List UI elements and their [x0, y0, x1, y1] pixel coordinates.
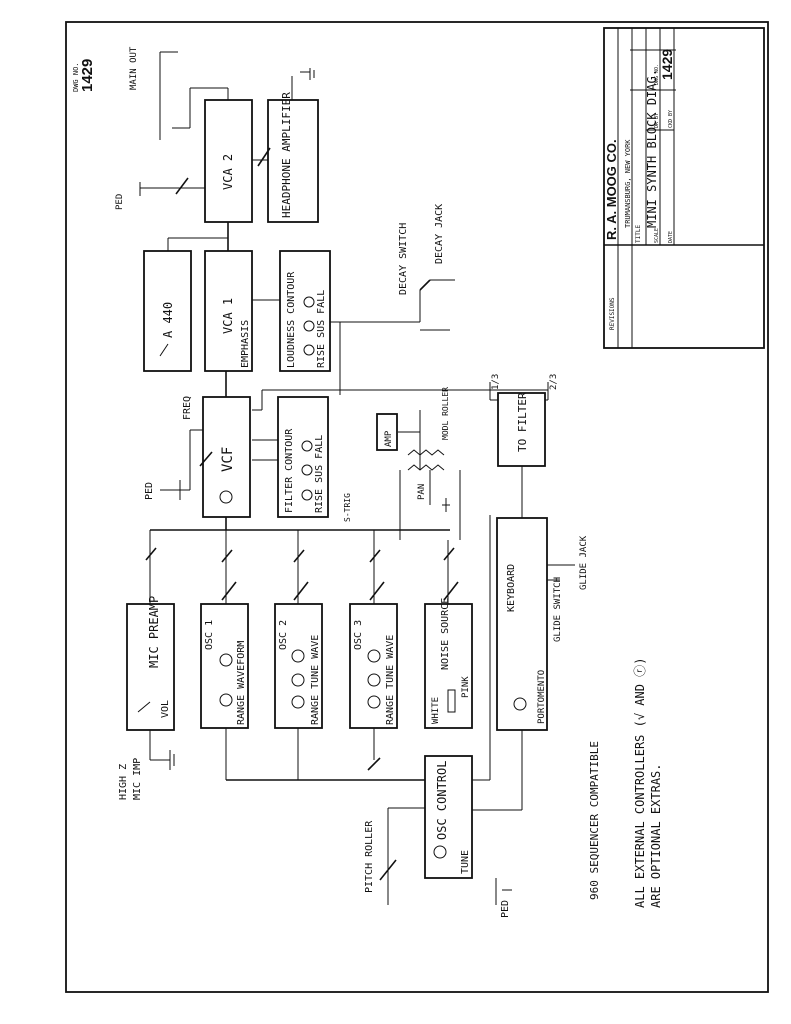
label-decay-jack: DECAY JACK	[434, 204, 445, 264]
osc-control-tune: TUNE	[460, 850, 471, 874]
scale-label: SCALE	[654, 228, 660, 243]
label-high-z: HIGH Z	[118, 764, 129, 800]
loudness-contour-block: LOUDNESS CONTOUR RISE SUS FALL	[279, 250, 331, 372]
label-freq: FREQ	[182, 396, 193, 420]
filter-contour-title: FILTER CONTOUR	[284, 428, 295, 513]
drawing-title: MINI SYNTH BLOCK DIAG.	[645, 69, 659, 228]
osc3-controls: RANGE TUNE WAVE	[385, 635, 396, 725]
dwg-no-label: DWG NO.	[654, 64, 660, 85]
vcf-title: VCF	[220, 447, 236, 472]
osc-control-title: OSC CONTROL	[435, 761, 449, 840]
osc2-block: OSC 2 RANGE TUNE WAVE	[274, 603, 323, 729]
label-decay-switch: DECAY SWITCH	[398, 223, 409, 295]
mic-preamp-vol: VOL	[160, 700, 171, 718]
noise-white: WHITE	[431, 697, 441, 724]
label-main-out: MAIN OUT	[129, 46, 139, 90]
to-filter-title: TO FILTER	[516, 392, 529, 452]
corner-dwg-label: DWG NO.	[72, 62, 80, 92]
dr-by-label: DR BY	[654, 113, 660, 128]
label-pan: PAN	[417, 484, 427, 500]
keyboard-title: KEYBOARD	[506, 564, 517, 612]
loudness-contour-controls: RISE SUS FALL	[316, 290, 327, 368]
label-sequencer: 960 SEQUENCER COMPATIBLE	[588, 741, 601, 900]
vcf-block: VCF	[202, 396, 251, 518]
label-ped-vcf: PED	[144, 482, 155, 500]
keyboard-block: KEYBOARD PORTOMENTO	[496, 517, 548, 731]
a440-block: A 440	[143, 250, 192, 372]
title-label: TITLE	[635, 225, 642, 243]
title-block: R. A. MOOG CO. TRUMANSBURG, NEW YORK TIT…	[603, 27, 765, 349]
label-ped-bottom: PED	[500, 900, 511, 918]
company-city: TRUMANSBURG, NEW YORK	[624, 139, 632, 228]
mic-preamp-title: MIC PREAMP	[147, 596, 161, 668]
note-line-2: ARE OPTIONAL EXTRAS.	[649, 764, 663, 909]
vca1-emphasis: EMPHASIS	[240, 320, 251, 368]
headphone-amp-block: HEADPHONE AMPLIFIER	[267, 92, 319, 223]
filter-contour-block: FILTER CONTOUR RISE SUS FALL	[277, 396, 329, 518]
osc1-block: OSC 1 RANGE WAVEFORM	[200, 603, 249, 729]
label-fraction-1: 1/3	[491, 374, 501, 390]
noise-pink: PINK	[461, 676, 471, 698]
label-fraction-2: 2/3	[549, 374, 559, 390]
osc1-controls: RANGE WAVEFORM	[236, 641, 247, 725]
label-ped-vca: PED	[115, 194, 125, 210]
label-pitch-roller: PITCH ROLLER	[364, 820, 375, 893]
noise-title: NOISE SOURCE	[440, 598, 451, 670]
osc2-controls: RANGE TUNE WAVE	[310, 635, 321, 725]
amp-block: AMP	[376, 413, 398, 451]
label-mic-imp: MIC IMP	[132, 758, 143, 800]
vca2-block: VCA 2	[204, 99, 253, 223]
vca1-block: VCA 1 EMPHASIS	[204, 250, 253, 372]
osc3-title: OSC 3	[353, 620, 364, 650]
vca1-title: VCA 1	[221, 298, 235, 334]
label-glide-switch: GLIDE SWITCH	[553, 577, 563, 642]
amp-title: AMP	[384, 430, 394, 447]
revisions-label: REVISIONS	[609, 297, 616, 330]
label-glide-jack: GLIDE JACK	[579, 535, 589, 590]
filter-contour-controls: RISE SUS FALL	[314, 435, 325, 513]
wiring	[139, 51, 575, 905]
corner-dwg-number: DWG NO. 1429	[72, 59, 96, 92]
osc1-title: OSC 1	[204, 620, 215, 650]
osc3-block: OSC 3 RANGE TUNE WAVE	[349, 603, 398, 729]
headphone-title: HEADPHONE AMPLIFIER	[280, 92, 293, 218]
label-s-trig: S-TRIG	[343, 493, 352, 522]
vca2-title: VCA 2	[221, 154, 235, 190]
a440-title: A 440	[161, 302, 175, 338]
corner-dwg-value: 1429	[79, 59, 96, 92]
keyboard-portamento: PORTOMENTO	[537, 670, 547, 724]
sheet-border	[65, 21, 769, 993]
loudness-contour-title: LOUDNESS CONTOUR	[286, 271, 297, 368]
dwg-no-value: 1429	[659, 49, 675, 80]
noise-source-block: NOISE SOURCE WHITE PINK	[424, 598, 473, 729]
chkd-by-label: CKD BY	[668, 110, 674, 128]
mic-preamp-block: MIC PREAMP VOL	[126, 596, 175, 731]
osc2-title: OSC 2	[278, 620, 289, 650]
free-labels: HIGH Z MIC IMP PITCH ROLLER PED PED PED …	[115, 46, 663, 918]
osc-control-block: OSC CONTROL TUNE	[424, 755, 473, 879]
company-name: R. A. MOOG CO.	[604, 139, 619, 240]
label-mod-roller: MODL ROLLER	[441, 387, 450, 440]
to-filter-block: TO FILTER	[497, 392, 546, 467]
date-label: DATE	[668, 231, 674, 243]
note-line-1: ALL EXTERNAL CONTROLLERS (√ AND ⓡ)	[633, 658, 647, 908]
